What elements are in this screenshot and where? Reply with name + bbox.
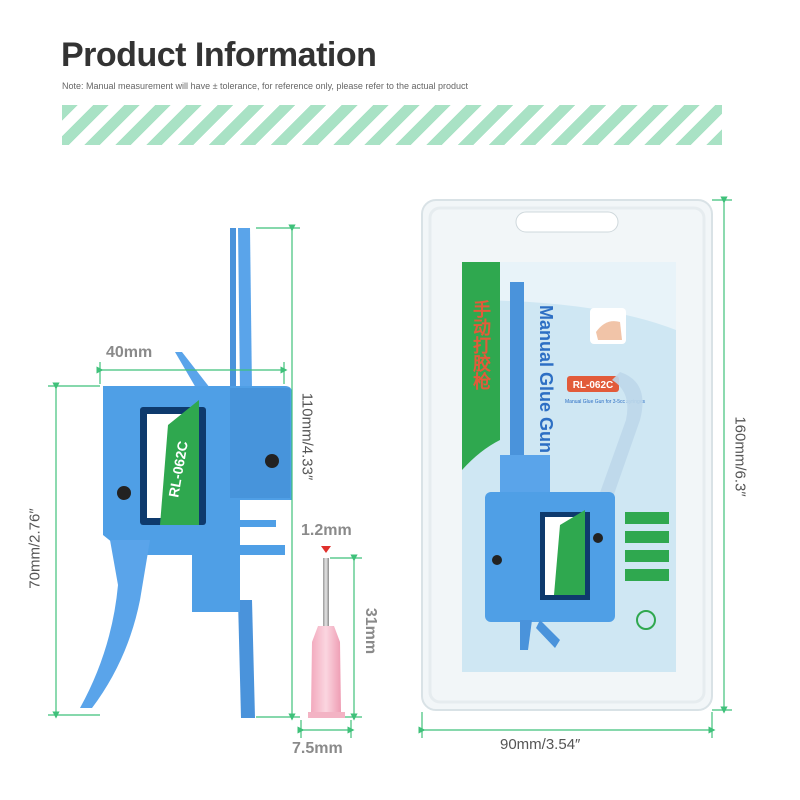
gun-rod-front xyxy=(238,228,252,390)
brand-logo-icon xyxy=(636,610,656,630)
dim-width-package: 90mm/3.54″ xyxy=(500,736,581,753)
needle-shaft xyxy=(323,558,329,626)
screw-icon xyxy=(593,533,603,543)
gun-rod-lower xyxy=(238,600,255,718)
screw-icon xyxy=(265,454,279,468)
gun-rod-back xyxy=(230,228,236,388)
package-badge-bg xyxy=(567,376,619,392)
dim-height-gun-handle: 70mm/2.76″ xyxy=(26,508,44,589)
hand-photo xyxy=(596,321,622,340)
decorative-stripe-band xyxy=(62,105,722,145)
page-title: Product Information xyxy=(61,36,377,74)
dim-lines-needle xyxy=(297,554,362,738)
package-gun-rod xyxy=(510,282,524,462)
dim-height-gun: 110mm/4.33″ xyxy=(298,392,316,481)
dim-lines-gun xyxy=(48,224,300,721)
gun-trigger xyxy=(80,540,150,708)
screw-icon xyxy=(117,486,131,500)
dim-lines-package xyxy=(418,196,732,738)
dim-needle-diameter: 1.2mm xyxy=(301,522,352,539)
package-title-en: Manual Glue Gun xyxy=(536,305,556,453)
dim-height-package: 160mm/6.3″ xyxy=(731,416,749,497)
screw-icon xyxy=(492,555,502,565)
needle-hub xyxy=(311,626,341,712)
dim-needle-length: 31mm xyxy=(362,607,379,655)
gun-label-green xyxy=(160,400,199,525)
syringe xyxy=(592,372,643,520)
hang-hole xyxy=(515,211,619,233)
tolerance-note: Note: Manual measurement will have ± tol… xyxy=(62,81,468,91)
package-title-cn: 手动打胶枪 xyxy=(471,299,491,391)
package-badge: RL-062C xyxy=(573,380,614,391)
needle-tip-marker-icon xyxy=(321,546,331,553)
package-desc: Manual Glue Gun for 3-5cc syringes xyxy=(565,399,646,405)
product-package: 手动打胶枪 Manual Glue Gun RL-062C Manual Glu… xyxy=(421,199,713,711)
glue-gun: RL-062C xyxy=(80,228,292,718)
dim-needle-base: 7.5mm xyxy=(292,740,343,757)
dispensing-needle xyxy=(308,546,345,718)
dim-width-gun: 40mm xyxy=(106,344,153,361)
